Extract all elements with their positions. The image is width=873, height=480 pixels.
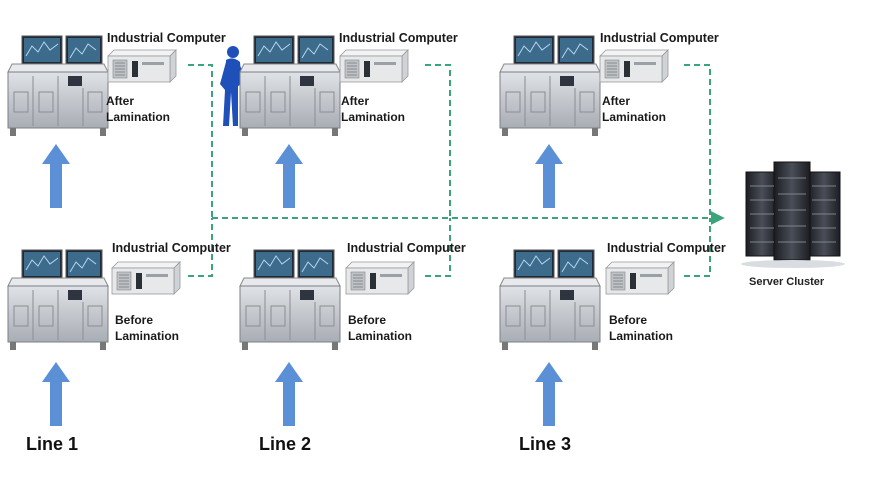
server-cluster-label: Server Cluster [749, 276, 825, 288]
industrial-computer-icon [107, 49, 177, 83]
line-2-label: Line 2 [259, 434, 312, 454]
inspection-machine-icon [7, 35, 109, 137]
industrial-computer-label: Industrial Computer [107, 31, 226, 45]
industrial-computer-icon [605, 261, 675, 295]
connector-line2-before [425, 218, 451, 277]
industrial-computer-icon [111, 261, 181, 295]
inspection-machine-icon [499, 35, 601, 137]
industrial-computer-label: Industrial Computer [112, 241, 231, 255]
up-arrow-icon [42, 362, 70, 426]
inspection-machine-icon [239, 35, 341, 137]
line-3-label: Line 3 [519, 434, 572, 454]
inspection-machine-icon [7, 249, 109, 351]
industrial-computer-icon [599, 49, 669, 83]
connector-line3-before [684, 218, 711, 277]
up-arrow-icon [535, 144, 563, 208]
connector-line1-before [188, 218, 213, 277]
connector-line1-after [188, 64, 213, 218]
up-arrow-icon [42, 144, 70, 208]
industrial-computer-label: Industrial Computer [607, 241, 726, 255]
connector-line3-after [684, 64, 711, 218]
up-arrow-icon [535, 362, 563, 426]
inspection-machine-icon [499, 249, 601, 351]
industrial-computer-icon [345, 261, 415, 295]
up-arrow-icon [275, 362, 303, 426]
network-connectors [188, 64, 725, 277]
connector-line2-after [425, 64, 451, 218]
industrial-computer-icon [339, 49, 409, 83]
industrial-computer-label: Industrial Computer [339, 31, 458, 45]
server-cluster-icon [741, 161, 845, 268]
operator-silhouette-icon [220, 46, 246, 126]
industrial-computer-label: Industrial Computer [347, 241, 466, 255]
inspection-machine-icon [239, 249, 341, 351]
line-1-label: Line 1 [26, 434, 79, 454]
industrial-computer-label: Industrial Computer [600, 31, 719, 45]
up-arrow-icon [275, 144, 303, 208]
